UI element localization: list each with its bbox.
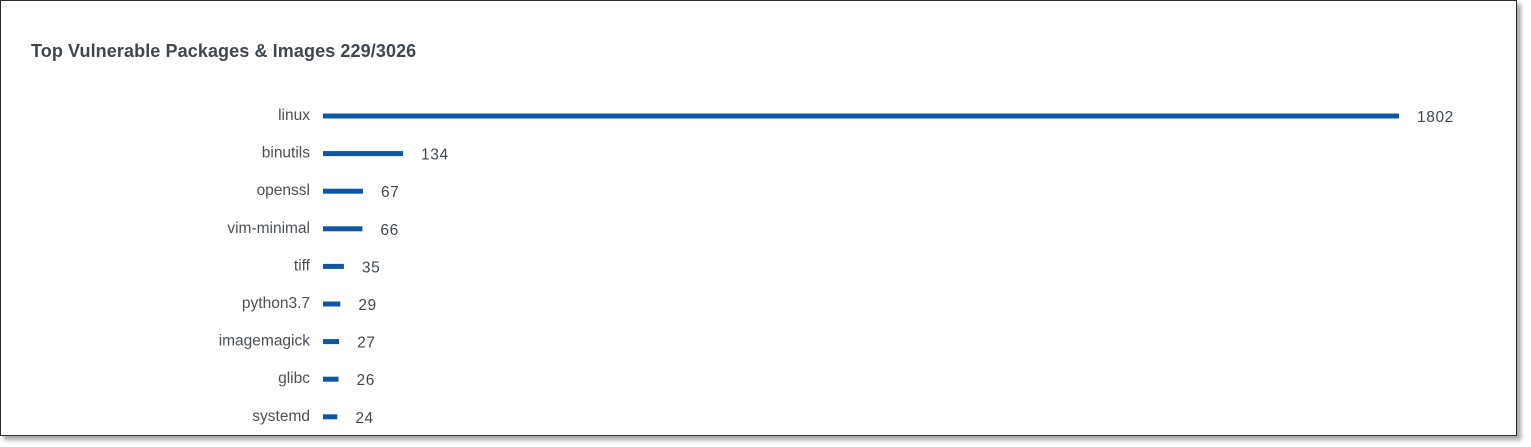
chart-panel: Top Vulnerable Packages & Images 229/302… [0, 0, 1517, 436]
bar[interactable] [323, 188, 364, 194]
category-label: linux [278, 107, 310, 124]
value-label: 24 [355, 410, 373, 427]
bar[interactable] [323, 226, 363, 232]
category-label: systemd [252, 408, 310, 425]
bar[interactable] [323, 376, 339, 382]
category-label: glibc [278, 370, 310, 387]
category-label: binutils [262, 145, 310, 162]
bar[interactable] [323, 263, 344, 269]
category-label: vim-minimal [227, 220, 310, 237]
panel-title: Top Vulnerable Packages & Images 229/302… [31, 41, 417, 61]
bar[interactable] [323, 113, 1399, 119]
bar[interactable] [323, 414, 338, 420]
bar[interactable] [323, 151, 404, 157]
value-label: 35 [362, 259, 380, 276]
value-label: 26 [357, 372, 375, 389]
value-label: 66 [380, 222, 398, 239]
category-label: tiff [294, 257, 311, 274]
category-label: python3.7 [242, 295, 310, 312]
value-label: 29 [358, 297, 376, 314]
value-label: 134 [421, 147, 449, 164]
bar[interactable] [323, 339, 340, 345]
value-label: 27 [357, 335, 375, 352]
category-label: openssl [257, 182, 310, 199]
category-label: imagemagick [219, 333, 311, 350]
value-label: 67 [381, 184, 399, 201]
value-label: 1802 [1417, 109, 1454, 126]
bar[interactable] [323, 301, 341, 307]
